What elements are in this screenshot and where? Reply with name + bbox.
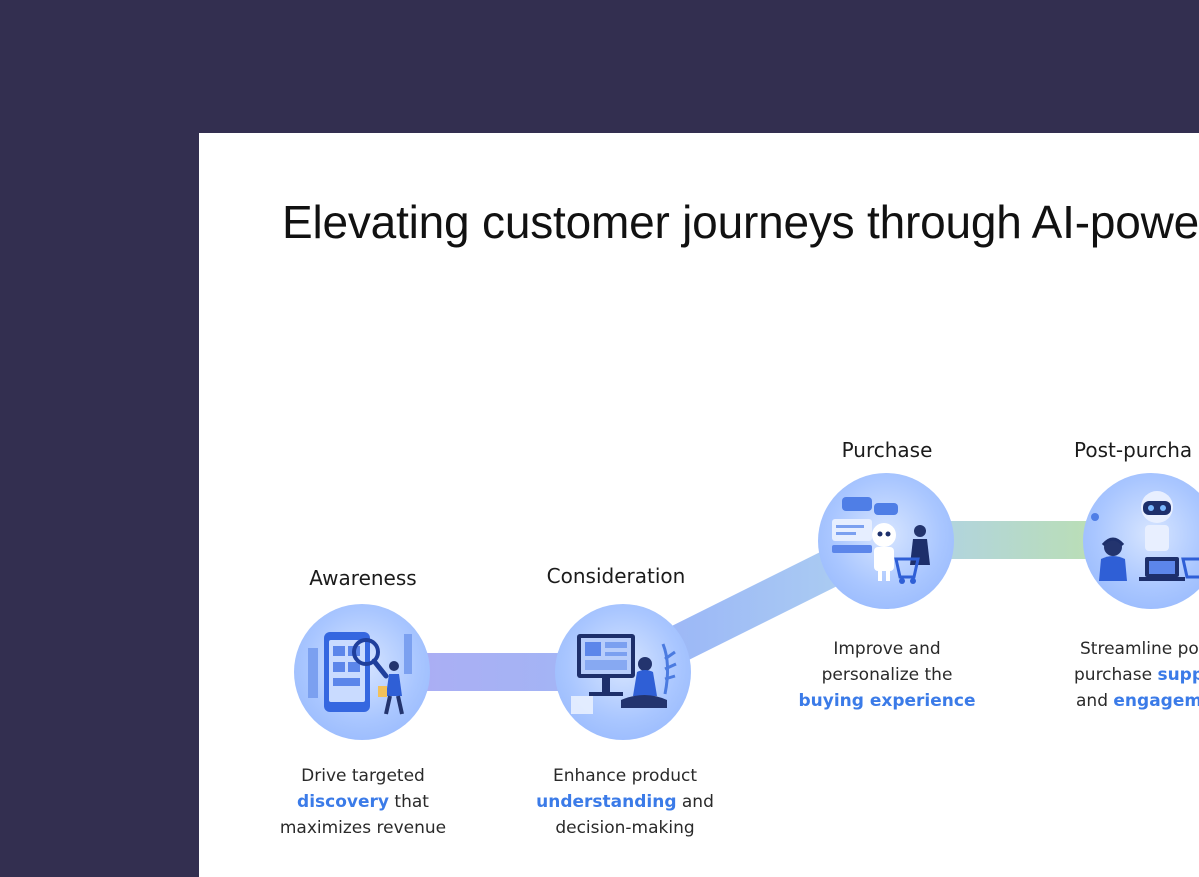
desc-highlight: supp	[1157, 665, 1199, 685]
stage-desc-awareness: Drive targeted discovery that maximizes …	[243, 763, 483, 841]
slide: Elevating customer journeys through AI-p…	[199, 133, 1199, 877]
desc-line: purchase supp	[1074, 662, 1199, 688]
stage-title-purchase: Purchase	[841, 438, 933, 462]
desc-highlight: engagem	[1113, 691, 1199, 711]
desc-line: understanding and	[505, 789, 745, 815]
desc-line: buying experience	[767, 688, 1007, 714]
desc-text: purchase	[1074, 665, 1158, 685]
stage-desc-purchase: Improve and personalize the buying exper…	[767, 636, 1007, 714]
desc-line: personalize the	[821, 665, 953, 685]
desc-line: and engagem	[1076, 688, 1199, 714]
desc-text: that	[389, 792, 429, 812]
desc-line: Improve and	[833, 639, 941, 659]
desc-text: and	[1076, 691, 1114, 711]
stage-title-post-purchase: Post-purcha	[1074, 438, 1193, 462]
desc-line: discovery that	[243, 789, 483, 815]
support-agent-icon	[1083, 473, 1199, 609]
desc-line: Enhance product	[552, 766, 698, 786]
desc-highlight: discovery	[297, 792, 389, 812]
stage-desc-post-purchase: Streamline po purchase supp and engagem	[1074, 636, 1199, 714]
stage-title-consideration: Consideration	[546, 564, 686, 588]
desc-text: and	[676, 792, 714, 812]
product-research-icon	[555, 604, 691, 740]
desc-line: maximizes revenue	[279, 818, 447, 838]
desc-line: Drive targeted	[301, 766, 425, 786]
slide-title: Elevating customer journeys through AI-p…	[282, 196, 1199, 248]
desc-line: Streamline po	[1080, 639, 1199, 659]
desc-highlight: buying experience	[798, 691, 976, 711]
chatbot-shopping-icon	[818, 473, 954, 609]
stage-desc-consideration: Enhance product understanding and decisi…	[505, 763, 745, 841]
desc-highlight: understanding	[536, 792, 677, 812]
shopping-discovery-icon	[294, 604, 430, 740]
journey-path	[362, 521, 1149, 691]
desc-line: decision-making	[555, 818, 695, 838]
stage-title-awareness: Awareness	[309, 566, 417, 590]
